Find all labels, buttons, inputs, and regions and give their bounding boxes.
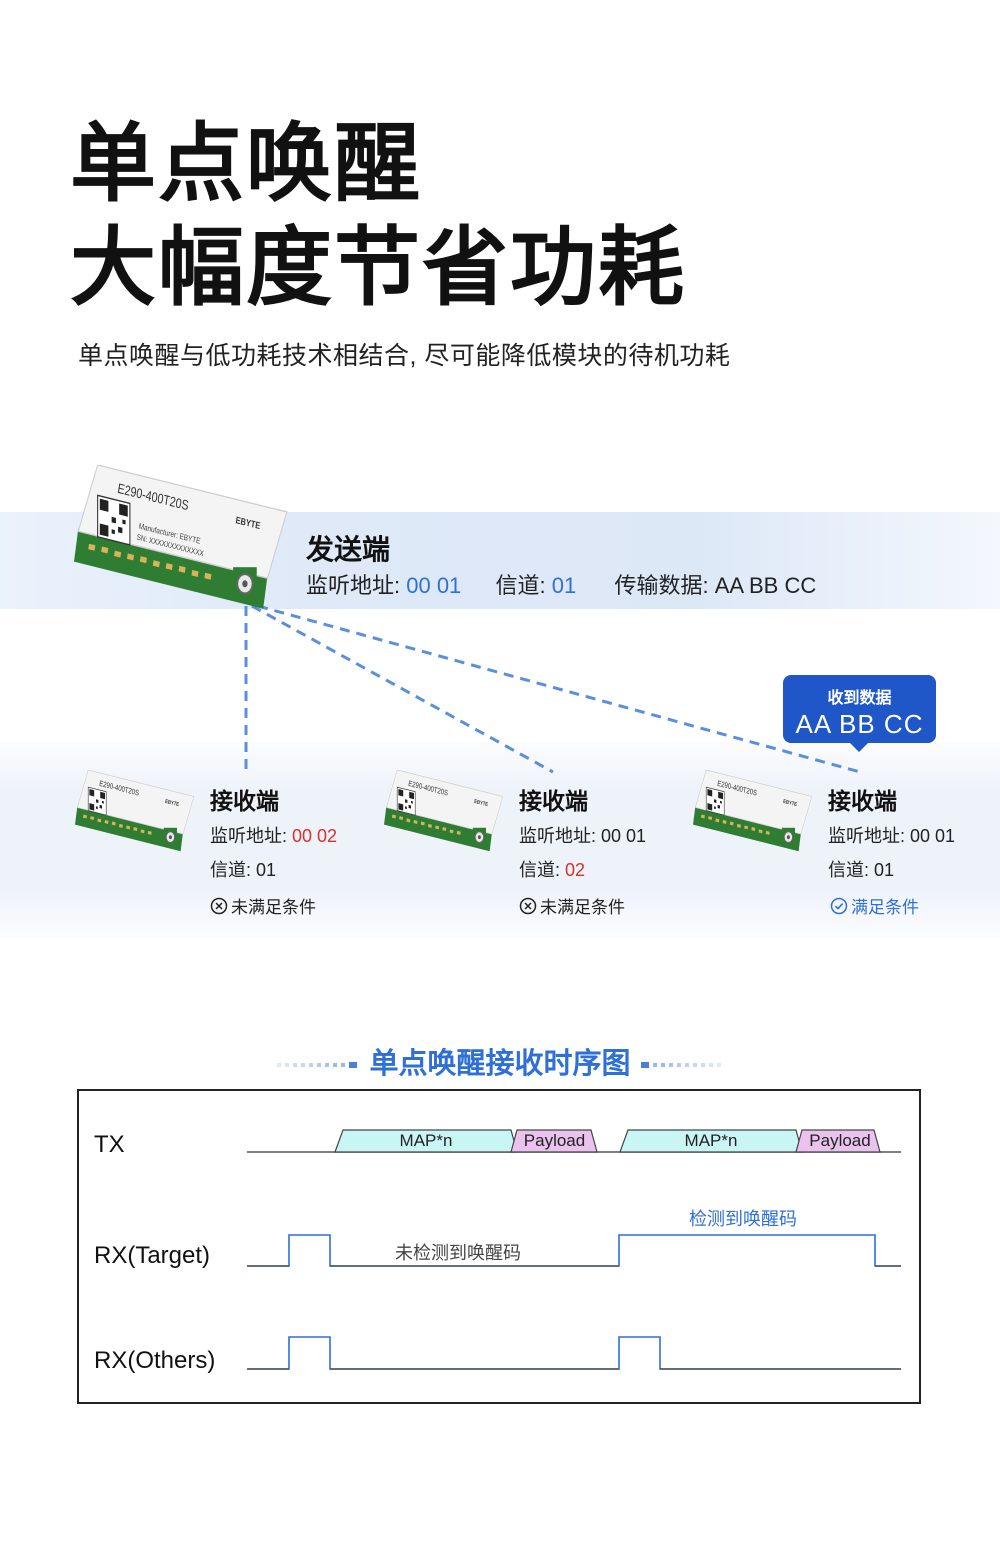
circle-check-icon xyxy=(830,897,848,914)
map-label-1: MAP*n xyxy=(399,1131,453,1150)
receiver-2-status: 未满足条件 xyxy=(519,893,625,918)
map-block-2 xyxy=(619,1129,803,1153)
page-title: 单点唤醒 大幅度节省功耗 xyxy=(70,112,686,320)
module-image: E290-400T20S EBYTE Manufacturer: EBYTE S… xyxy=(74,465,288,610)
addr-value: 00 01 xyxy=(601,826,647,846)
receiver-title: 接收端 xyxy=(519,788,588,814)
receiver-addr: 监听地址: 00 02 xyxy=(210,822,337,848)
map-label-2: MAP*n xyxy=(684,1131,738,1150)
title-line-2: 大幅度节省功耗 xyxy=(70,220,686,316)
bubble-value: AA BB CC xyxy=(795,709,924,739)
signal-label-rx-target: RX(Target) xyxy=(94,1242,211,1269)
sender-addr-value: 00 01 xyxy=(406,573,462,598)
channel-label: 信道: xyxy=(519,860,566,880)
addr-label: 监听地址: xyxy=(828,826,911,846)
module-brand: EBYTE xyxy=(165,798,180,808)
payload-label-2: Payload xyxy=(809,1131,871,1150)
sender-info: 监听地址: 00 01 信道: 01 传输数据: AA BB CC xyxy=(306,568,816,600)
receiver-module-3: E290-400T20S EBYTE xyxy=(693,770,813,852)
timing-waveforms xyxy=(247,1129,901,1370)
circle-x-icon xyxy=(210,897,228,914)
link-line-2 xyxy=(251,604,554,774)
payload-block-1 xyxy=(510,1129,598,1153)
status-text: 未满足条件 xyxy=(540,898,625,917)
circle-x-icon xyxy=(519,897,537,914)
tx-waveform xyxy=(247,1129,901,1153)
module-brand: EBYTE xyxy=(783,798,798,808)
channel-label: 信道: xyxy=(828,860,875,880)
receiver-1: 接收端 监听地址: 00 02 信道: 01 xyxy=(210,782,337,882)
receiver-addr: 监听地址: 00 01 xyxy=(519,822,646,848)
channel-value: 01 xyxy=(256,860,277,880)
channel-value: 02 xyxy=(565,860,586,880)
sender-data-value: AA BB CC xyxy=(714,573,817,598)
sender-channel-value: 01 xyxy=(551,573,577,598)
module-brand: EBYTE xyxy=(474,798,489,808)
receiver-3: 接收端 监听地址: 00 01 信道: 01 xyxy=(828,782,955,882)
rx-target-waveform xyxy=(247,1234,901,1267)
receiver-channel: 信道: 01 xyxy=(828,856,955,882)
map-block-1 xyxy=(334,1129,518,1153)
sender-module: E290-400T20S EBYTE Manufacturer: EBYTE S… xyxy=(74,465,289,610)
timing-section-title: 单点唤醒接收时序图 xyxy=(0,1040,1000,1082)
receiver-channel: 信道: 01 xyxy=(210,856,337,882)
status-text: 未满足条件 xyxy=(231,898,316,917)
channel-value: 01 xyxy=(874,860,895,880)
addr-value: 00 02 xyxy=(292,826,338,846)
not-detected-label: 未检测到唤醒码 xyxy=(395,1243,521,1263)
signal-label-rx-others: RX(Others) xyxy=(94,1347,216,1374)
addr-label: 监听地址: xyxy=(210,826,293,846)
bubble-tail xyxy=(849,742,869,752)
link-line-3 xyxy=(257,604,861,774)
sender-data-label: 传输数据: xyxy=(614,573,715,598)
signal-label-tx: TX xyxy=(94,1131,125,1158)
page-subtitle: 单点唤醒与低功耗技术相结合, 尽可能降低模块的待机功耗 xyxy=(78,342,731,370)
receiver-3-status: 满足条件 xyxy=(830,893,919,918)
payload-label-1: Payload xyxy=(523,1131,586,1150)
sender-addr-label: 监听地址: xyxy=(306,573,407,598)
status-text: 满足条件 xyxy=(851,898,919,917)
rx-others-waveform xyxy=(247,1336,901,1370)
receiver-title: 接收端 xyxy=(210,788,279,814)
receiver-channel: 信道: 02 xyxy=(519,856,646,882)
module-image: E290-400T20S EBYTE xyxy=(693,770,813,852)
channel-label: 信道: xyxy=(210,860,257,880)
left-dots-decoration xyxy=(277,1062,358,1069)
right-dots-decoration xyxy=(640,1062,721,1069)
received-data-bubble: 收到数据 AA BB CC xyxy=(783,675,936,743)
sender-title: 发送端 xyxy=(306,534,391,565)
sender-channel-label: 信道: xyxy=(495,573,552,598)
detected-label: 检测到唤醒码 xyxy=(689,1209,797,1229)
receiver-module-2: E290-400T20S EBYTE xyxy=(384,770,504,852)
receiver-module-1: E290-400T20S EBYTE xyxy=(75,770,195,852)
module-brand: EBYTE xyxy=(235,514,261,531)
payload-block-2 xyxy=(795,1129,881,1153)
timing-title-text: 单点唤醒接收时序图 xyxy=(369,1048,631,1080)
title-line-1: 单点唤醒 xyxy=(70,116,422,212)
module-image: E290-400T20S EBYTE xyxy=(384,770,504,852)
addr-value: 00 01 xyxy=(910,826,956,846)
receiver-title: 接收端 xyxy=(828,788,897,814)
receiver-addr: 监听地址: 00 01 xyxy=(828,822,955,848)
timing-diagram: TX RX(Target) RX(Others) MAP*n Payload M… xyxy=(77,1089,921,1404)
bubble-label: 收到数据 xyxy=(827,690,892,707)
addr-label: 监听地址: xyxy=(519,826,602,846)
receiver-2: 接收端 监听地址: 00 01 信道: 02 xyxy=(519,782,646,882)
module-image: E290-400T20S EBYTE xyxy=(75,770,195,852)
receiver-1-status: 未满足条件 xyxy=(210,893,316,918)
